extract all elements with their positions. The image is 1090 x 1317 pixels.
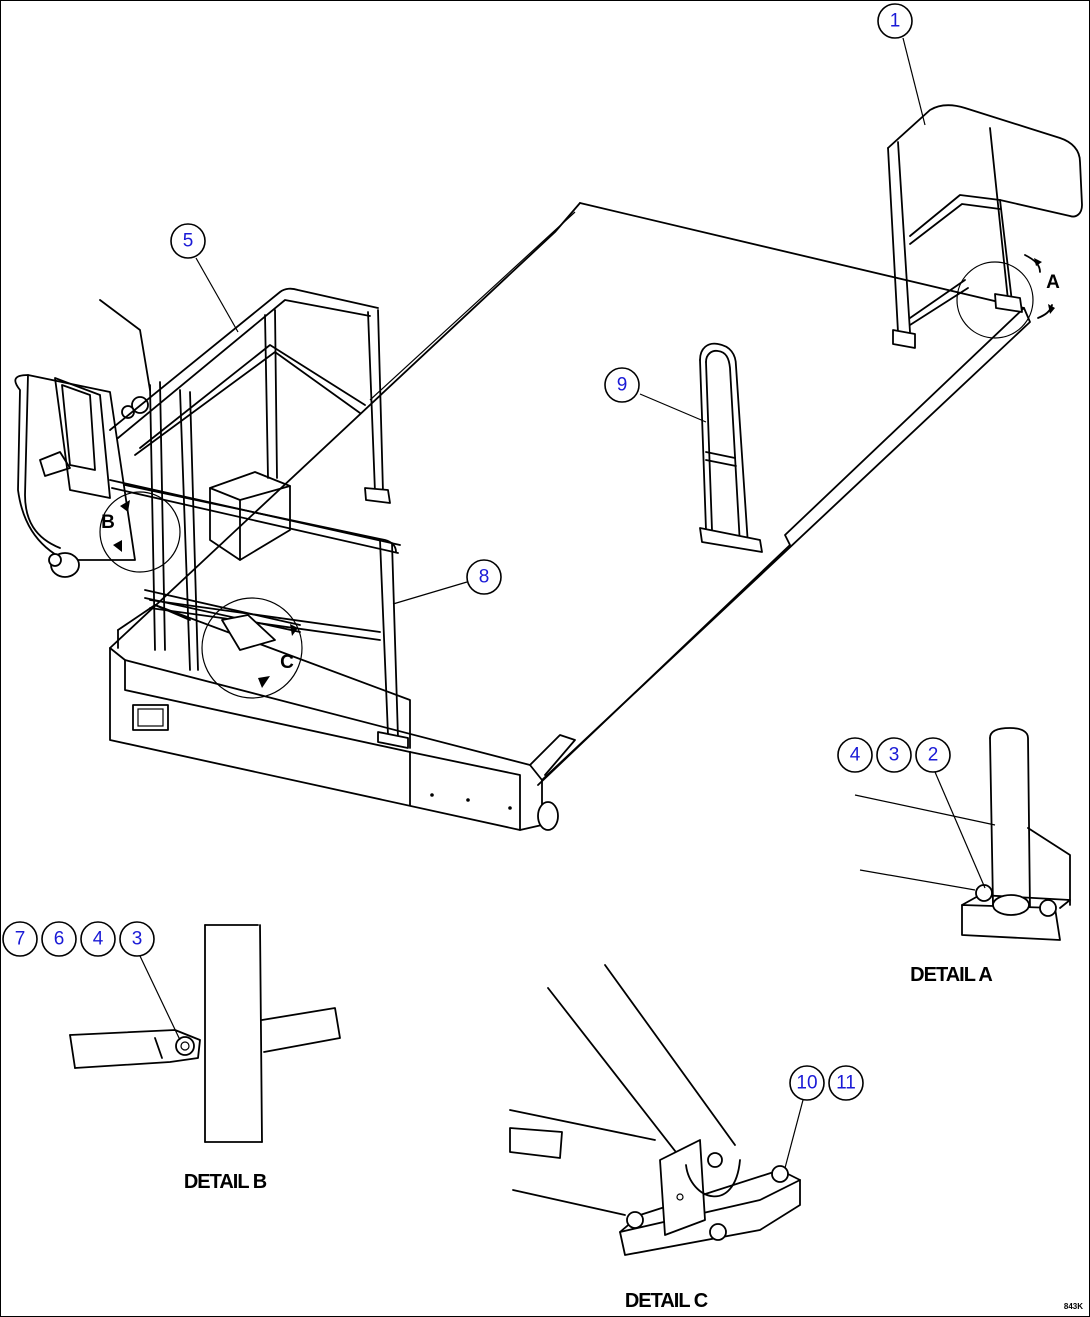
callout-9[interactable]: 9 bbox=[604, 367, 640, 403]
callout-4-detail-a[interactable]: 4 bbox=[837, 737, 873, 773]
left-guard-rail bbox=[109, 287, 401, 671]
callout-circle-3-detail-a bbox=[876, 737, 912, 773]
callout-11[interactable]: 11 bbox=[828, 1065, 864, 1101]
callout-label-3-detail-a: 3 bbox=[889, 745, 900, 766]
detail-b-drawing bbox=[69, 924, 341, 1143]
callout-label-2: 2 bbox=[928, 745, 939, 766]
callout-circle-2 bbox=[915, 737, 951, 773]
detail-letter-a: A bbox=[1046, 272, 1060, 293]
detail-marker-c: C bbox=[201, 597, 303, 699]
callout-circle-8 bbox=[466, 559, 502, 595]
callout-8[interactable]: 8 bbox=[466, 559, 502, 595]
callout-3-detail-b[interactable]: 3 bbox=[119, 921, 155, 957]
callout-label-1: 1 bbox=[890, 11, 901, 32]
callout-10[interactable]: 10 bbox=[789, 1065, 825, 1101]
detail-c-label: DETAIL C bbox=[625, 1290, 708, 1312]
detail-letter-b: B bbox=[101, 512, 115, 533]
center-handrail bbox=[699, 342, 763, 553]
callout-3-detail-a[interactable]: 3 bbox=[876, 737, 912, 773]
rear-guard-rail bbox=[887, 104, 1083, 349]
callout-circle-6 bbox=[41, 921, 77, 957]
detail-marker-b: B bbox=[99, 491, 181, 573]
callout-circle-3-detail-b bbox=[119, 921, 155, 957]
callout-circle-7 bbox=[2, 921, 38, 957]
callout-5[interactable]: 5 bbox=[170, 223, 206, 259]
callout-6[interactable]: 6 bbox=[41, 921, 77, 957]
detail-a-label: DETAIL A bbox=[910, 964, 992, 986]
callout-label-4-detail-a: 4 bbox=[850, 745, 861, 766]
control-station bbox=[14, 299, 291, 578]
callout-label-8: 8 bbox=[479, 567, 490, 588]
detail-letter-c: C bbox=[280, 652, 294, 673]
callout-label-3-detail-b: 3 bbox=[132, 929, 143, 950]
callout-2[interactable]: 2 bbox=[915, 737, 951, 773]
callout-circle-9 bbox=[604, 367, 640, 403]
callout-circle-4-detail-a bbox=[837, 737, 873, 773]
callout-circle-1 bbox=[877, 3, 913, 39]
leader-lines bbox=[139, 37, 986, 1169]
callout-circle-5 bbox=[170, 223, 206, 259]
callout-label-11: 11 bbox=[836, 1073, 856, 1094]
callout-label-6: 6 bbox=[54, 929, 65, 950]
callout-label-5: 5 bbox=[183, 231, 194, 252]
platform-deck bbox=[109, 202, 1031, 831]
detail-b-label: DETAIL B bbox=[184, 1171, 267, 1193]
callout-7[interactable]: 7 bbox=[2, 921, 38, 957]
detail-a-drawing bbox=[854, 727, 1071, 941]
drawing-code: 843K bbox=[1064, 1302, 1083, 1311]
callout-label-9: 9 bbox=[617, 375, 628, 396]
callout-circle-10 bbox=[789, 1065, 825, 1101]
detail-marker-a: A bbox=[956, 254, 1060, 339]
callout-circle-11 bbox=[828, 1065, 864, 1101]
callout-1[interactable]: 1 bbox=[877, 3, 913, 39]
callout-label-7: 7 bbox=[15, 929, 26, 950]
callout-label-10: 10 bbox=[796, 1073, 817, 1094]
detail-c-drawing bbox=[509, 964, 801, 1256]
front-guard-rail bbox=[124, 484, 409, 749]
callout-4-detail-b[interactable]: 4 bbox=[80, 921, 116, 957]
callout-circle-4-detail-b bbox=[80, 921, 116, 957]
callout-label-4-detail-b: 4 bbox=[93, 929, 104, 950]
